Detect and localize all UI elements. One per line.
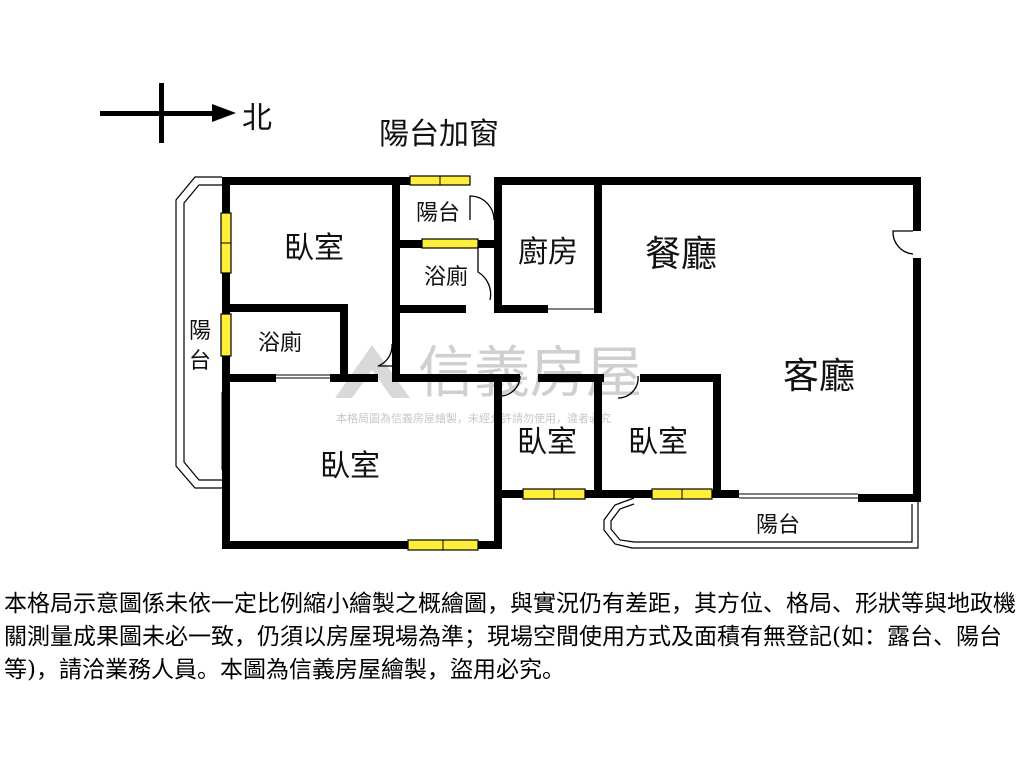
door-bedroom-east-icon bbox=[617, 375, 639, 399]
compass-arrow-icon bbox=[100, 83, 236, 143]
label-bath-1: 浴廁 bbox=[424, 265, 468, 290]
watermark-logo-icon bbox=[335, 345, 410, 398]
windows bbox=[220, 175, 713, 551]
door-balcony-icon bbox=[469, 195, 495, 221]
compass-north-label: 北 bbox=[242, 101, 272, 136]
watermark-brand: 信義房屋 bbox=[418, 341, 642, 406]
label-bedroom-nw: 臥室 bbox=[284, 231, 344, 266]
label-balcony-window: 陽台加窗 bbox=[379, 117, 499, 152]
label-kitchen: 廚房 bbox=[518, 235, 578, 270]
label-bath-2: 浴廁 bbox=[258, 331, 302, 356]
watermark-note: 本格局圖為信義房屋繪製，未經允許請勿使用，違者必究 bbox=[336, 411, 611, 425]
label-living: 客廳 bbox=[783, 356, 855, 397]
label-dining: 餐廳 bbox=[645, 234, 717, 275]
balcony-west-outline bbox=[175, 176, 222, 489]
label-balcony-small: 陽台 bbox=[416, 201, 460, 226]
label-balcony-south: 陽台 bbox=[756, 513, 800, 538]
label-master-bedroom: 臥室 bbox=[320, 449, 380, 484]
floor-plan: 信義房屋 本格局圖為信義房屋繪製，未經允許請勿使用，違者必究 北 bbox=[100, 83, 921, 551]
label-bedroom-east: 臥室 bbox=[628, 425, 688, 460]
walls bbox=[222, 177, 921, 549]
label-balcony-west-1: 陽 bbox=[189, 319, 211, 344]
window-bath bbox=[421, 238, 479, 249]
door-entrance-icon bbox=[892, 230, 914, 255]
doors bbox=[221, 195, 914, 499]
label-balcony-west-2: 台 bbox=[189, 349, 211, 374]
disclaimer-text: 本格局示意圖係未依一定比例縮小繪製之概繪圖，與實況仍有差距，其方位、格局、形狀等… bbox=[4, 591, 1016, 683]
compass: 北 bbox=[100, 83, 272, 143]
door-bath-west-icon bbox=[377, 343, 400, 367]
room-labels: 陽台加窗 臥室 陽台 廚房 餐廳 浴廁 浴廁 陽 台 客廳 臥室 臥室 臥室 陽… bbox=[189, 117, 855, 538]
balcony-south-outline bbox=[603, 497, 919, 549]
door-bath-icon bbox=[477, 246, 492, 301]
label-bedroom-mid: 臥室 bbox=[517, 425, 577, 460]
watermark: 信義房屋 本格局圖為信義房屋繪製，未經允許請勿使用，違者必究 bbox=[335, 341, 642, 425]
door-bedroom-mid-icon bbox=[499, 375, 521, 397]
window-bath-west bbox=[220, 313, 232, 357]
